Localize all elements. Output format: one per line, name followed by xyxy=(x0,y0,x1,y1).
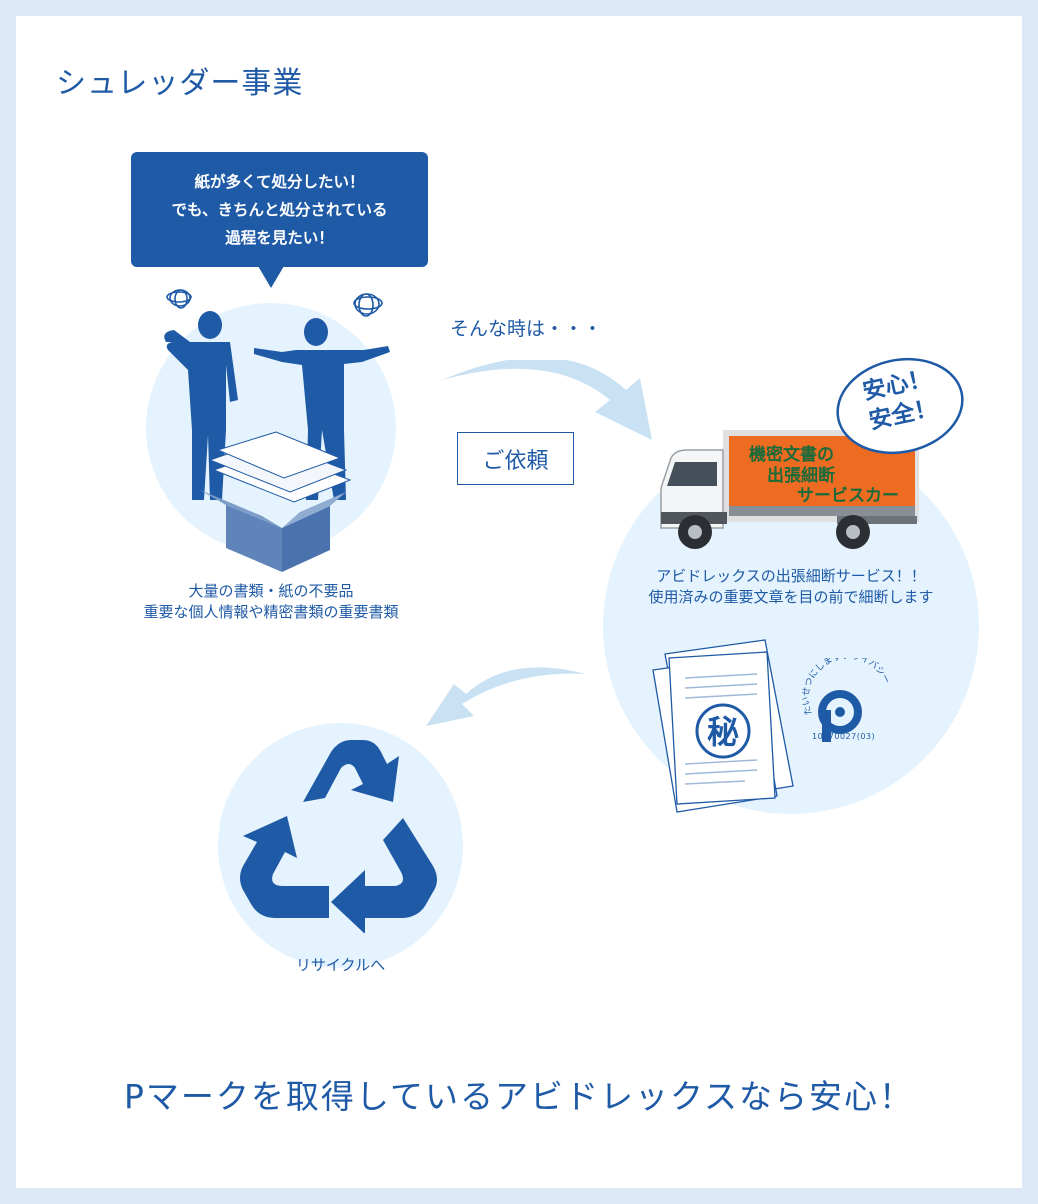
speech-bubble: 紙が多くて処分したい！ でも、きちんと処分されている 過程を見たい！ xyxy=(131,152,428,267)
recycle-caption: リサイクルへ xyxy=(295,956,386,974)
final-message: Pマークを取得しているアビドレックスなら安心！ xyxy=(124,1077,914,1116)
cardboard-box xyxy=(200,490,346,572)
privacy-mark-logo: たいせつにしますプライバシー xyxy=(802,658,891,742)
pmark-number: 10870027(03) xyxy=(812,732,876,741)
request-button[interactable]: ご依頼 xyxy=(457,432,574,485)
truck-sign: 機密文書の 出張細断 サービスカー xyxy=(749,444,899,506)
paper-stack xyxy=(208,431,352,503)
sonna-text: そんな時は・・・ xyxy=(450,318,603,340)
truck-sign-line-3: サービスカー xyxy=(797,486,899,506)
customer-caption-line-1: 大量の書類・紙の不要品 xyxy=(188,582,354,600)
customer-caption: 大量の書類・紙の不要品 重要な個人情報や精密書類の重要書類 xyxy=(121,581,421,623)
service-caption-line-2: 使用済みの重要文章を目の前で細断します xyxy=(648,588,934,606)
truck-sign-line-1: 機密文書の xyxy=(749,444,834,465)
speech-bubble-tail xyxy=(258,266,284,288)
service-caption-line-1: アビドレックスの出張細断サービス！！ xyxy=(656,567,926,585)
safety-badge: 安心！ 安全！ xyxy=(834,356,966,456)
confidential-documents-illustration: 秘 xyxy=(652,639,794,813)
bubble-line-1: 紙が多くて処分したい！ xyxy=(194,173,365,191)
bubble-line-3: 過程を見たい！ xyxy=(225,229,334,247)
section-heading: シュレッダー事業 xyxy=(56,66,304,101)
worried-people-illustration xyxy=(164,289,390,572)
curved-arrow-right-icon xyxy=(442,360,652,440)
secret-stamp-text: 秘 xyxy=(707,713,739,751)
curved-arrow-left-icon xyxy=(426,667,586,726)
truck-sign-line-2: 出張細断 xyxy=(767,465,835,486)
recycle-icon xyxy=(240,740,437,933)
pmark-arc-text: たいせつにしますプライバシー xyxy=(802,658,891,717)
customer-caption-line-2: 重要な個人情報や精密書類の重要書類 xyxy=(143,603,399,621)
bubble-line-2: でも、きちんと処分されている xyxy=(171,201,388,219)
person-silhouette-2 xyxy=(254,318,390,500)
worry-scribble-icon xyxy=(166,289,383,317)
svg-text:たいせつにしますプライバシー: たいせつにしますプライバシー xyxy=(802,658,891,717)
secret-stamp-circle xyxy=(695,703,751,759)
service-caption: アビドレックスの出張細断サービス！！ 使用済みの重要文章を目の前で細断します xyxy=(603,566,979,608)
